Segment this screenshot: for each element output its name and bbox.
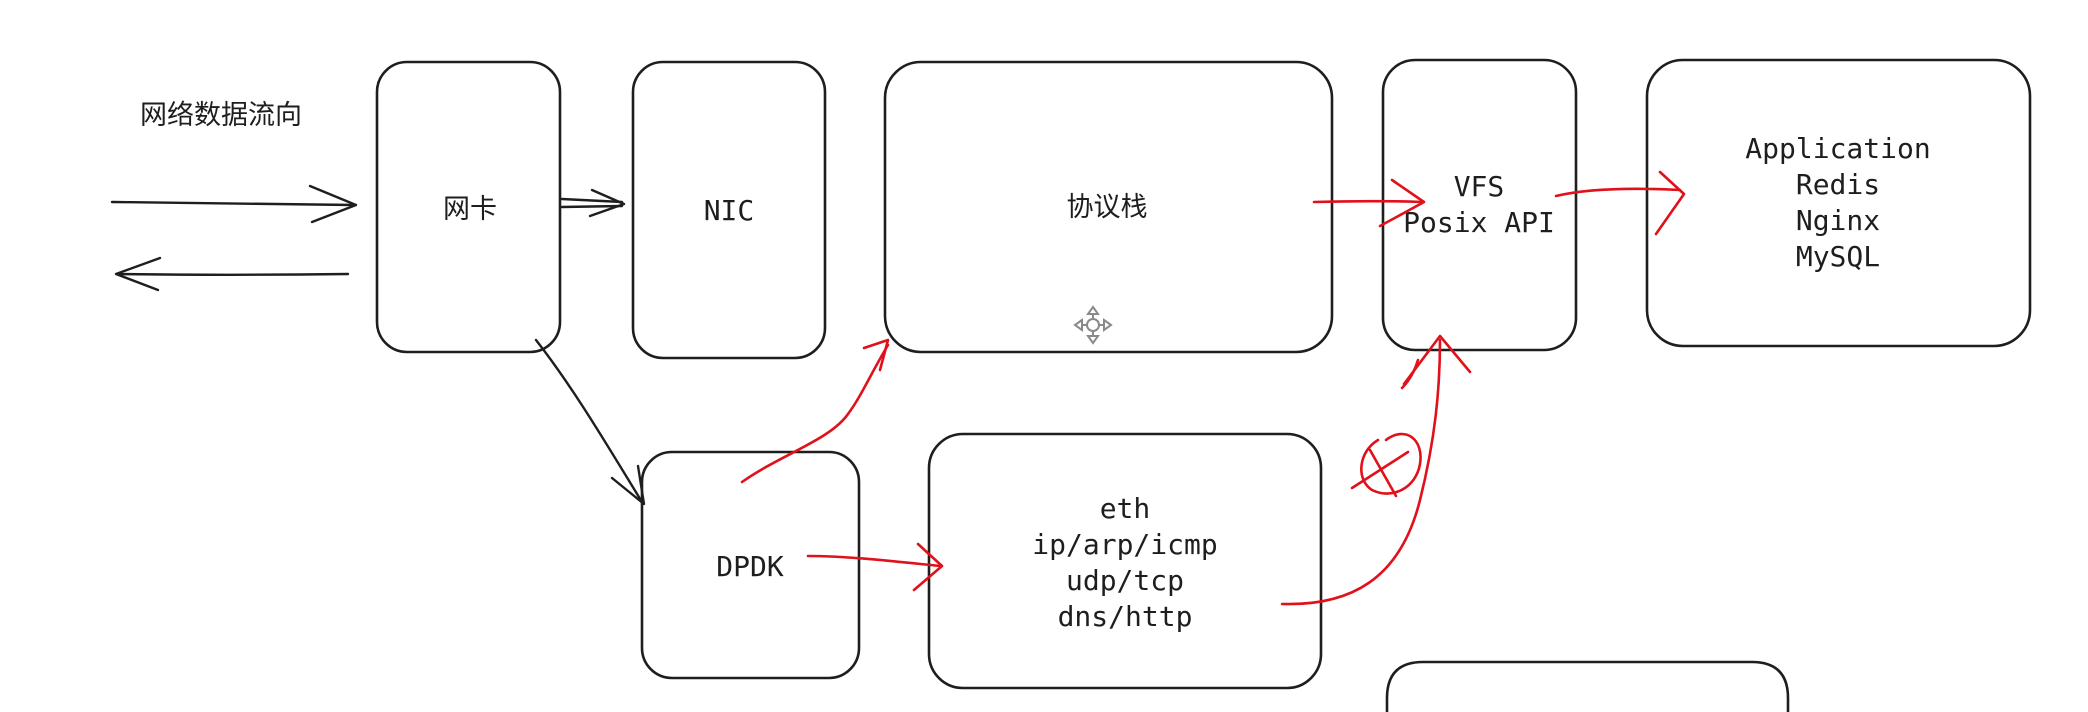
nic-node[interactable]: NIC [631, 60, 827, 360]
incoming-arrow[interactable] [110, 184, 358, 224]
outgoing-arrow[interactable] [114, 256, 350, 292]
application-label-line-4: MySQL [1796, 240, 1880, 273]
application-label-line-3: Nginx [1796, 204, 1880, 237]
vfs-label-line-1: VFS [1454, 170, 1505, 203]
dpdk-to-user-stack-arrow[interactable] [806, 542, 944, 592]
dpdk-label: DPDK [716, 550, 784, 583]
nic-card-to-nic-arrow[interactable] [560, 188, 626, 218]
nic-card-node[interactable]: 网卡 [375, 60, 562, 354]
partial-node[interactable] [1385, 660, 1790, 712]
user-stack-label-line-3: udp/tcp [1066, 564, 1184, 597]
protocol-stack-node[interactable]: 协议栈 [883, 60, 1334, 354]
user-stack-label-line-4: dns/http [1058, 600, 1193, 633]
application-label-line-1: Application [1745, 132, 1930, 165]
dpdk-node[interactable]: DPDK [640, 450, 861, 680]
protocol-stack-label: 协议栈 [1067, 192, 1148, 223]
user-stack-to-vfs-arrow[interactable] [1280, 334, 1472, 606]
vfs-label-line-2: Posix API [1403, 206, 1555, 239]
vfs-node[interactable]: VFS Posix API [1381, 58, 1578, 352]
protocol-to-vfs-arrow[interactable] [1312, 178, 1426, 228]
nic-card-label: 网卡 [443, 194, 497, 225]
crossed-circle-icon [1350, 432, 1422, 498]
user-stack-node[interactable]: eth ip/arp/icmp udp/tcp dns/http [927, 432, 1323, 690]
nic-card-to-dpdk-arrow[interactable] [534, 338, 646, 506]
move-icon[interactable] [1073, 305, 1113, 345]
nic-label: NIC [704, 194, 755, 227]
user-stack-label-line-2: ip/arp/icmp [1032, 528, 1217, 561]
user-stack-label-line-1: eth [1100, 492, 1151, 525]
application-node[interactable]: Application Redis Nginx MySQL [1645, 58, 2032, 348]
vfs-to-application-arrow[interactable] [1554, 170, 1686, 236]
application-label-line-2: Redis [1796, 168, 1880, 201]
dpdk-to-protocol-arrow[interactable] [740, 338, 890, 484]
flow-direction-label: 网络数据流向 [140, 100, 302, 131]
